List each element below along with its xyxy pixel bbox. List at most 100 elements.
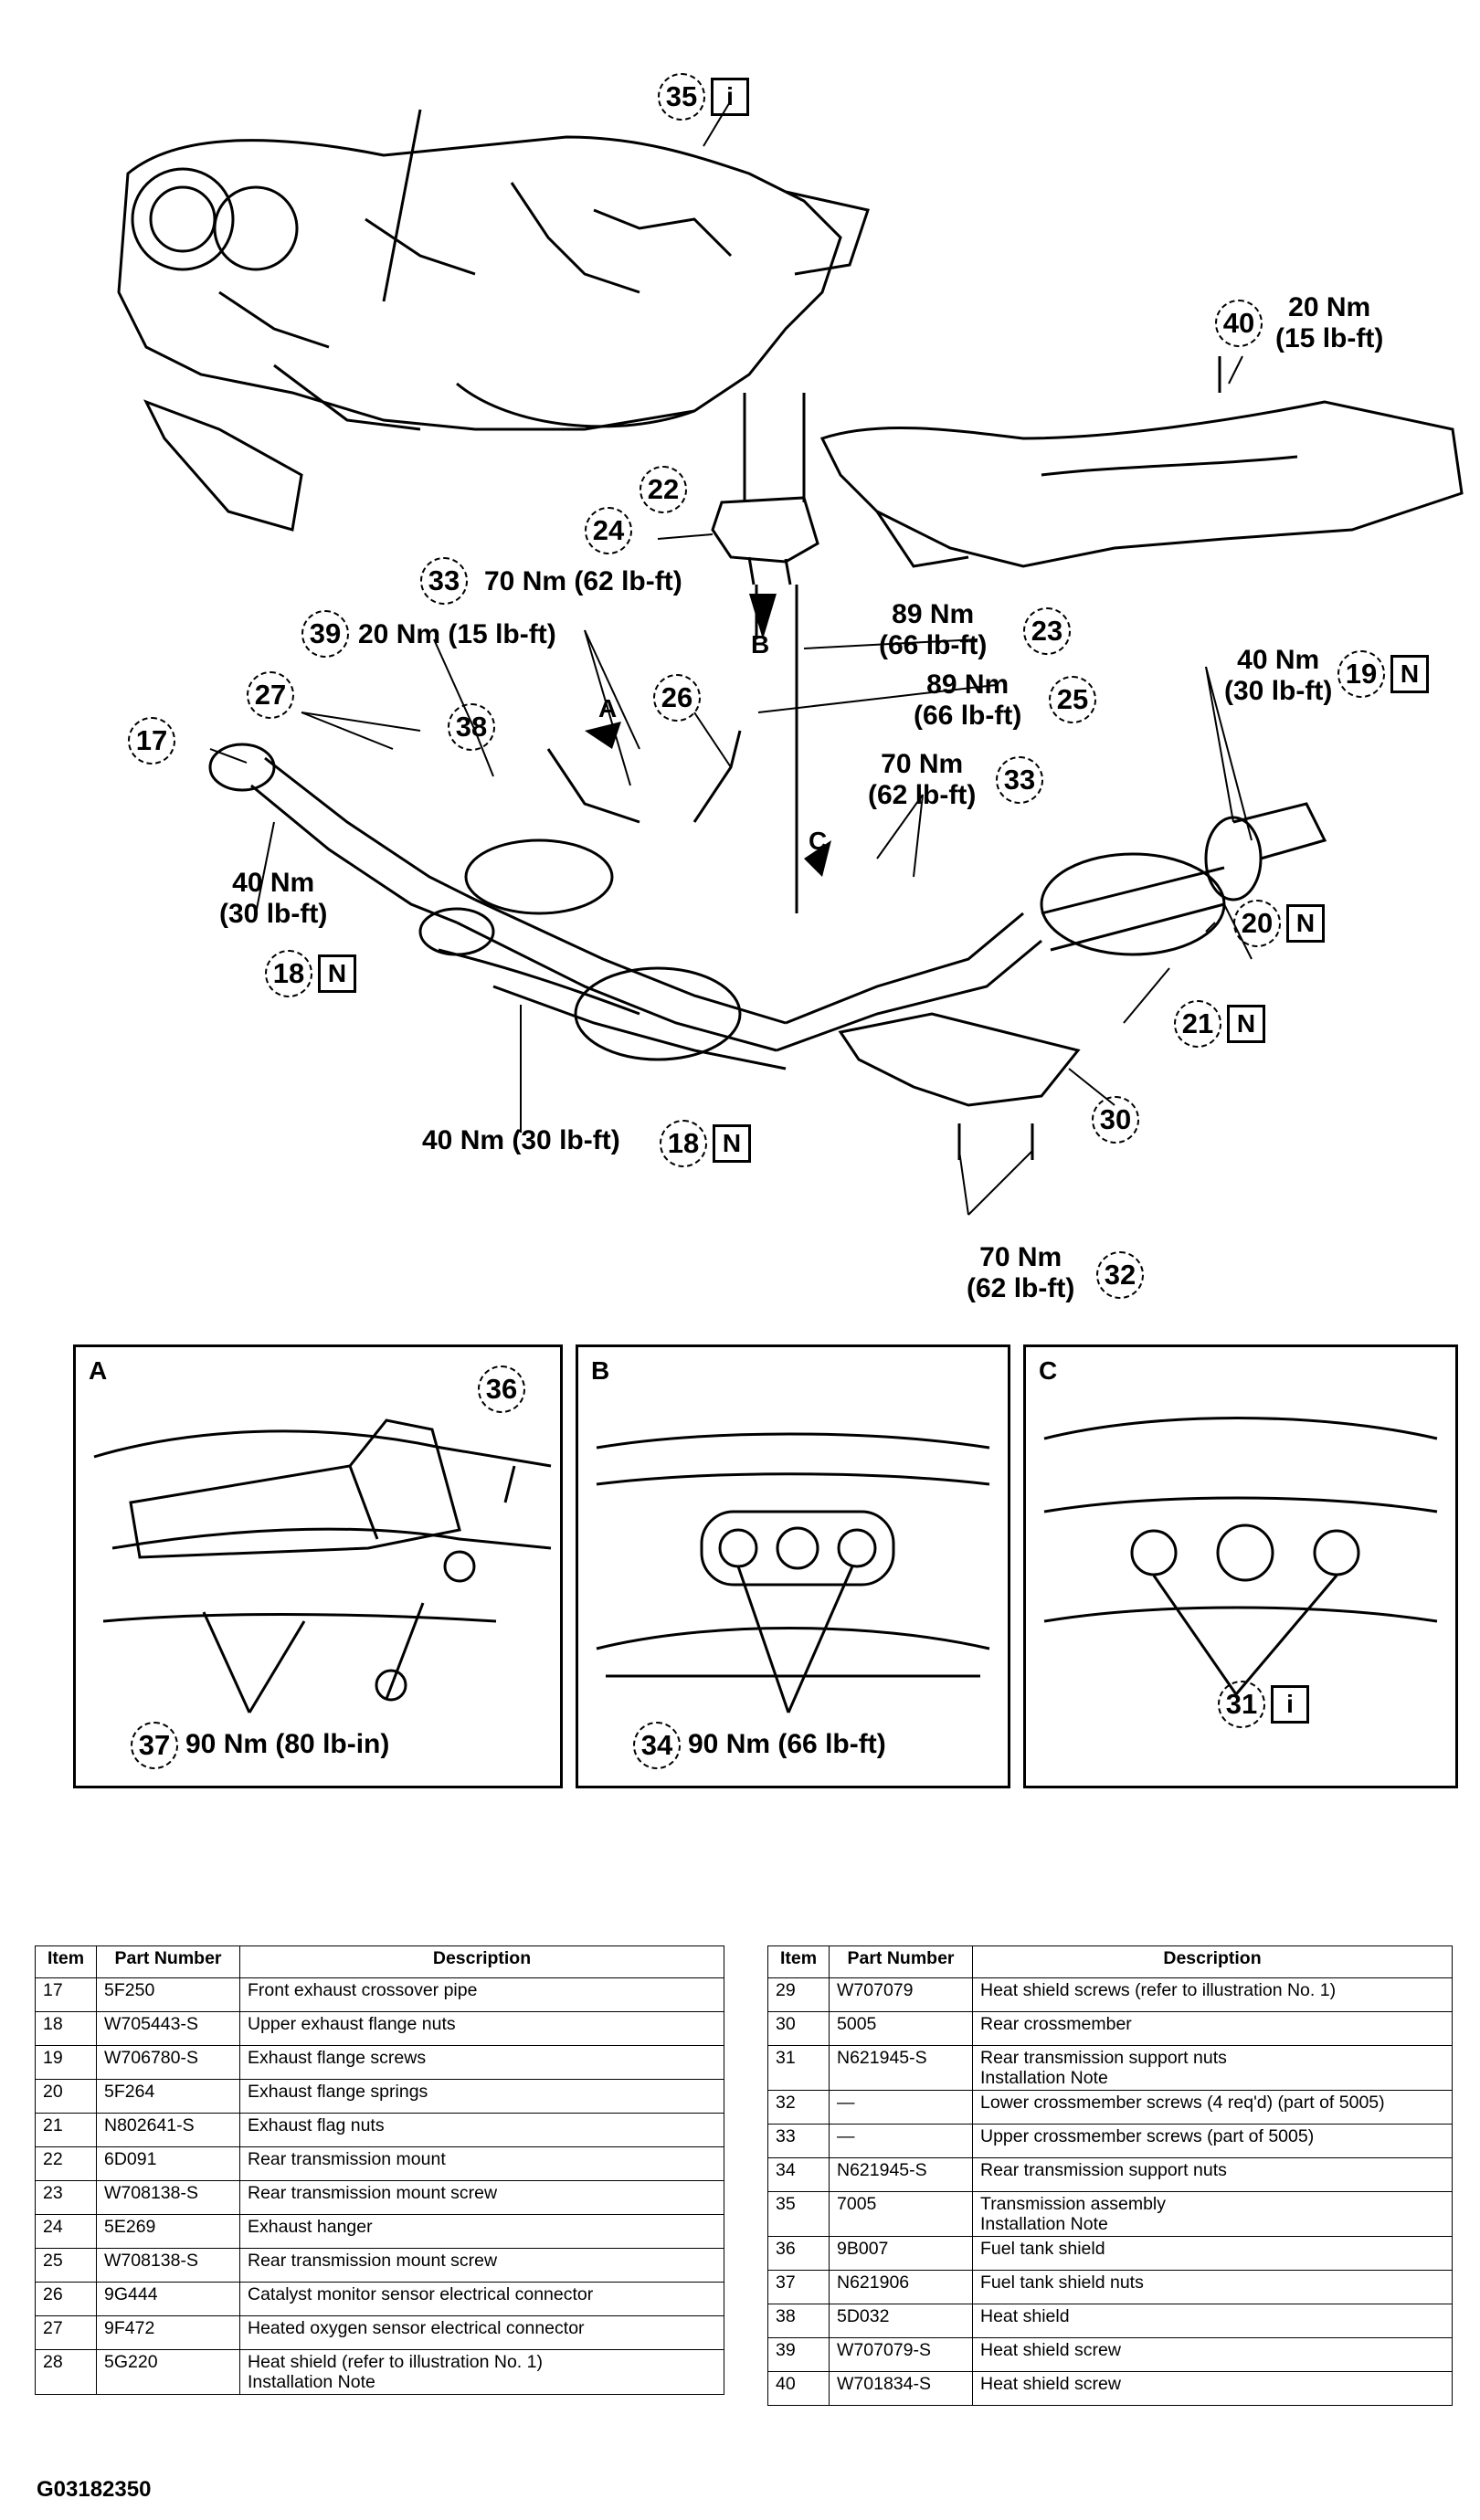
description: Lower crossmember screws (4 req'd) (part… <box>980 2093 1385 2113</box>
description: Heat shield screws (refer to illustratio… <box>980 1980 1337 2000</box>
torque-37: 90 Nm (80 lb-in) <box>185 1729 390 1759</box>
callout-22: 22 <box>640 466 687 513</box>
description: Fuel tank shield <box>980 2239 1105 2259</box>
installation-note: Installation Note <box>980 2068 1108 2088</box>
part-number: 5F250 <box>96 1977 240 2012</box>
description-cell: Fuel tank shield <box>972 2236 1453 2271</box>
description-cell: Upper crossmember screws (part of 5005) <box>972 2124 1453 2158</box>
view-arrows <box>585 594 831 877</box>
item-number: 35 <box>767 2191 830 2237</box>
header-item: Item <box>35 1945 97 1978</box>
description-cell: Exhaust flange springs <box>239 2079 724 2114</box>
item-number: 25 <box>35 2248 97 2283</box>
callout-27: 27 <box>247 671 294 719</box>
header-item: Item <box>767 1945 830 1978</box>
new-part-icon: N <box>1286 904 1325 943</box>
description-cell: Heat shield (refer to illustration No. 1… <box>239 2349 724 2395</box>
part-number: 5G220 <box>96 2349 240 2395</box>
description: Heat shield <box>980 2306 1070 2326</box>
view-arrow-c <box>804 840 831 877</box>
callout-17: 17 <box>128 717 175 764</box>
view-label-a: A <box>598 694 617 722</box>
part-number: W701834-S <box>829 2371 973 2406</box>
info-icon: i <box>711 78 749 116</box>
description: Exhaust flag nuts <box>248 2115 385 2135</box>
description: Rear transmission mount <box>248 2149 446 2169</box>
part-number: N621906 <box>829 2270 973 2304</box>
description-cell: Heat shield screws (refer to illustratio… <box>972 1977 1453 2012</box>
part-number: W708138-S <box>96 2248 240 2283</box>
description: Upper crossmember screws (part of 5005) <box>980 2126 1315 2146</box>
torque-40: 20 Nm (15 lb-ft) <box>1275 292 1384 353</box>
leader-lines <box>209 100 1253 1216</box>
description-cell: Rear transmission mount screw <box>239 2180 724 2215</box>
item-number: 21 <box>35 2113 97 2147</box>
engine-transmission-drawing <box>117 109 870 532</box>
table-row: 32—Lower crossmember screws (4 req'd) (p… <box>767 2090 1453 2125</box>
part-number: 5D032 <box>829 2304 973 2338</box>
torque-18-left: 40 Nm (30 lb-ft) <box>219 868 328 929</box>
description: Rear transmission mount screw <box>248 2183 498 2203</box>
part-number: 7005 <box>829 2191 973 2237</box>
item-number: 36 <box>767 2236 830 2271</box>
installation-note: Installation Note <box>980 2214 1108 2234</box>
description: Rear transmission support nuts <box>980 2160 1227 2180</box>
description: Exhaust flange screws <box>248 2048 427 2068</box>
item-number: 23 <box>35 2180 97 2215</box>
description: Heated oxygen sensor electrical connecto… <box>248 2318 585 2338</box>
item-number: 28 <box>35 2349 97 2395</box>
detail-a-drawing <box>93 1418 552 1713</box>
callout-40: 40 <box>1215 300 1263 347</box>
torque-23: 89 Nm (66 lb-ft) <box>879 599 988 660</box>
callout-30: 30 <box>1092 1096 1139 1144</box>
callout-32: 32 <box>1096 1251 1144 1299</box>
installation-note: Installation Note <box>248 2372 375 2392</box>
description: Front exhaust crossover pipe <box>248 1980 478 2000</box>
new-part-icon: N <box>713 1124 751 1163</box>
callout-33-upper: 33 <box>420 557 468 605</box>
callout-26: 26 <box>653 674 701 722</box>
item-number: 34 <box>767 2157 830 2192</box>
part-number: W705443-S <box>96 2011 240 2046</box>
header-part-number: Part Number <box>829 1945 973 1978</box>
item-number: 27 <box>35 2315 97 2350</box>
torque-33-lower: 70 Nm (62 lb-ft) <box>868 749 977 810</box>
detail-b-drawing <box>596 1432 990 1713</box>
info-icon: i <box>1271 1685 1309 1724</box>
part-number: W708138-S <box>96 2180 240 2215</box>
view-label-b: B <box>751 630 769 659</box>
item-number: 33 <box>767 2124 830 2158</box>
figure-code: G03182350 <box>37 2477 152 2502</box>
description-cell: Lower crossmember screws (4 req'd) (part… <box>972 2090 1453 2125</box>
view-label-c: C <box>809 827 827 855</box>
header-description: Description <box>972 1945 1453 1978</box>
description-cell: Front exhaust crossover pipe <box>239 1977 724 2012</box>
detail-view-a: A 36 37 90 Nm (80 lb-in) <box>73 1344 563 1788</box>
table-row: 33—Upper crossmember screws (part of 500… <box>767 2124 1453 2158</box>
item-number: 40 <box>767 2371 830 2406</box>
torque-25: 89 Nm (66 lb-ft) <box>914 670 1022 731</box>
part-number: 9B007 <box>829 2236 973 2271</box>
description: Fuel tank shield nuts <box>980 2272 1144 2293</box>
rear-crossmember-drawing <box>838 1012 1081 1160</box>
description: Exhaust flange springs <box>248 2082 428 2102</box>
torque-19: 40 Nm (30 lb-ft) <box>1224 645 1333 706</box>
